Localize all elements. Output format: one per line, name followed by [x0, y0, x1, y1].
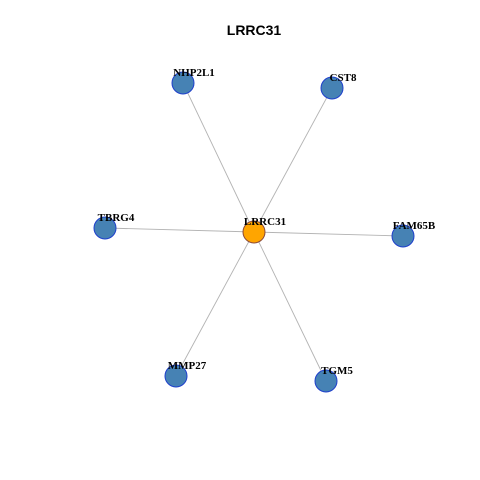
node-nhp2l1: [171, 71, 195, 95]
nodes-layer: [93, 71, 415, 393]
edge-lrrc31-fam65b: [253, 231, 404, 237]
edge-lrrc31-cst8: [253, 87, 333, 233]
node-fam65b: [391, 224, 415, 248]
edge-lrrc31-mmp27: [175, 231, 255, 377]
edges-layer: [104, 82, 404, 382]
edge-lrrc31-nhp2l1: [182, 82, 255, 233]
node-label-lrrc31: LRRC31: [244, 216, 286, 228]
edge-lrrc31-tbrg4: [104, 227, 255, 233]
node-tgm5: [314, 369, 338, 393]
node-label-nhp2l1: NHP2L1: [173, 67, 215, 79]
node-label-fam65b: FAM65B: [393, 220, 436, 232]
edge-lrrc31-tgm5: [253, 231, 327, 382]
node-tbrg4: [93, 216, 117, 240]
node-mmp27: [164, 364, 188, 388]
hub-node-lrrc31: [242, 220, 266, 244]
node-label-cst8: CST8: [330, 72, 357, 84]
node-label-mmp27: MMP27: [168, 360, 207, 372]
node-label-tbrg4: TBRG4: [98, 212, 135, 224]
node-cst8: [320, 76, 344, 100]
node-label-tgm5: TGM5: [321, 365, 353, 377]
graph-title: LRRC31: [227, 22, 282, 38]
